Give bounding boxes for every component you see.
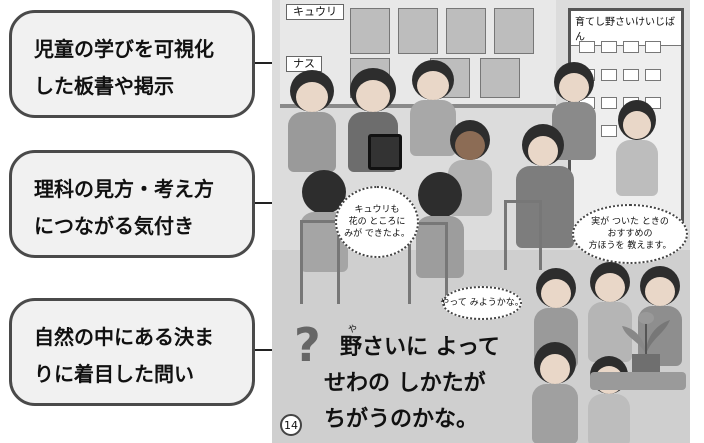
inquiry-question: 野さいに よって せわの しかたが ちがうのかな。 — [324, 330, 500, 438]
posted-sheet — [494, 8, 534, 54]
chair — [504, 200, 542, 270]
bubble-line: 実が ついた ときの — [591, 217, 669, 227]
callout-line: りに着目した問い — [34, 362, 194, 386]
chair — [300, 220, 340, 304]
posted-sheet — [350, 8, 390, 54]
callout-line: 理科の見方・考え方 — [34, 177, 214, 201]
textbook-page: キュウリ ナス 育てし野さいけいじばん — [272, 0, 690, 443]
posted-sheet — [480, 58, 520, 98]
callout-line: につながる気付き — [34, 214, 194, 238]
bubble-line: 方ほうを 教えます。 — [588, 241, 672, 251]
ruby-reading: や — [348, 325, 358, 335]
notice-card — [579, 41, 595, 53]
callout-science-perspective: 理科の見方・考え方 につながる気付き — [9, 150, 255, 258]
bubble-line: みが できたよ。 — [344, 229, 410, 239]
question-mark-icon: ? — [294, 318, 321, 372]
notice-board-title: 育てし野さいけいじばん — [571, 11, 681, 46]
question-line: せわの しかたが — [324, 371, 486, 396]
posted-sheet — [398, 8, 438, 54]
notice-card — [601, 125, 617, 137]
callout-visualized-learning: 児童の学びを可視化 した板書や掲示 — [9, 10, 255, 118]
bubble-line: おすすめの — [607, 229, 653, 239]
callout-connector — [255, 62, 285, 64]
desk — [590, 372, 686, 390]
notice-card — [645, 41, 661, 53]
callout-nature-question: 自然の中にある決ま りに着目した問い — [9, 298, 255, 406]
callout-line: 児童の学びを可視化 — [34, 37, 214, 61]
notice-card — [623, 41, 639, 53]
speech-bubble-try: やって みようかな。 — [440, 286, 524, 320]
speech-bubble-cucumber: キュウリも 花の ところに みが できたよ。 — [335, 186, 419, 258]
chair — [408, 222, 448, 304]
callout-line: した板書や掲示 — [34, 74, 174, 98]
notice-card — [623, 69, 639, 81]
page-number: 14 — [280, 414, 302, 436]
notice-card — [601, 97, 617, 109]
bubble-line: キュウリも — [354, 205, 400, 215]
bubble-line: 花の ところに — [348, 217, 406, 227]
question-line: ちがうのかな。 — [324, 407, 479, 432]
posted-sheet — [446, 8, 486, 54]
board-tag-cucumber: キュウリ — [286, 4, 344, 20]
potted-plant — [622, 312, 670, 372]
speech-bubble-recommendation: 実が ついた ときの おすすめの 方ほうを 教えます。 — [572, 204, 688, 264]
bubble-line: やって みようかな。 — [440, 298, 524, 308]
tablet-device — [368, 134, 402, 170]
notice-card — [601, 41, 617, 53]
notice-card — [645, 69, 661, 81]
question-line: 野さいに よって — [340, 335, 500, 360]
notice-card — [601, 69, 617, 81]
callout-line: 自然の中にある決ま — [34, 325, 214, 349]
